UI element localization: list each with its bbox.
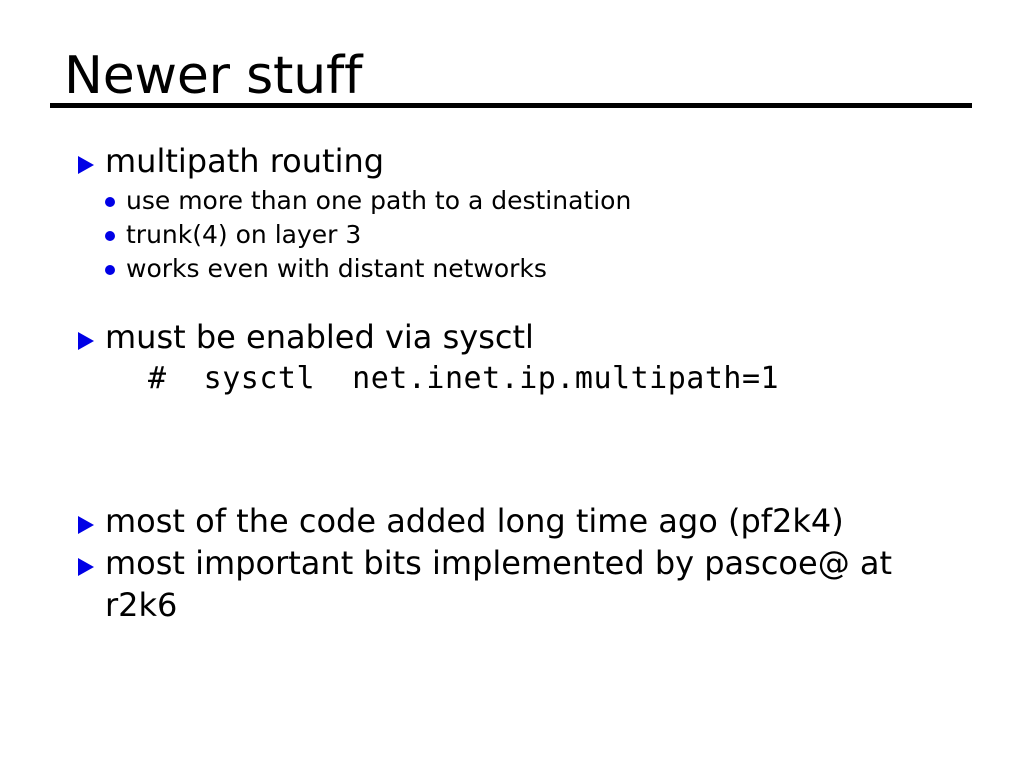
- bullet-label: works even with distant networks: [126, 254, 547, 283]
- bullet-item-level2[interactable]: works even with distant networks: [0, 252, 1024, 286]
- bullet-block-history: most of the code added long time ago (pf…: [0, 500, 1024, 542]
- page-title: Newer stuff: [64, 46, 363, 106]
- round-bullet-icon: [105, 231, 115, 241]
- command-line: # sysctl net.inet.ip.multipath=1: [148, 361, 780, 396]
- bullet-block-credits: most important bits implemented by pasco…: [0, 542, 1024, 626]
- bullet-item-level1[interactable]: most important bits implemented by pasco…: [0, 542, 1024, 626]
- bullet-item-level1[interactable]: most of the code added long time ago (pf…: [0, 500, 1024, 542]
- triangle-bullet-icon: [78, 516, 94, 534]
- bullet-item-level2[interactable]: use more than one path to a destination: [0, 184, 1024, 218]
- bullet-label: trunk(4) on layer 3: [126, 220, 362, 249]
- bullet-label: multipath routing: [105, 142, 385, 180]
- sub-bullet-list: use more than one path to a destination …: [0, 184, 1024, 286]
- bullet-block-sysctl: must be enabled via sysctl # sysctl net.…: [0, 316, 1024, 400]
- bullet-label: use more than one path to a destination: [126, 186, 632, 215]
- title-divider: [50, 103, 972, 108]
- bullet-item-level1[interactable]: multipath routing: [0, 140, 1024, 182]
- block-spacer: [0, 286, 1024, 316]
- slide-body: multipath routing use more than one path…: [0, 140, 1024, 626]
- bullet-label: most of the code added long time ago (pf…: [105, 502, 844, 540]
- bullet-item-level2[interactable]: trunk(4) on layer 3: [0, 218, 1024, 252]
- bullet-item-level1[interactable]: must be enabled via sysctl: [0, 316, 1024, 358]
- bullet-block-multipath-routing: multipath routing use more than one path…: [0, 140, 1024, 286]
- triangle-bullet-icon: [78, 332, 94, 350]
- round-bullet-icon: [105, 197, 115, 207]
- round-bullet-icon: [105, 265, 115, 275]
- bullet-label: most important bits implemented by pasco…: [105, 544, 893, 624]
- triangle-bullet-icon: [78, 156, 94, 174]
- bullet-label: must be enabled via sysctl: [105, 318, 534, 356]
- block-spacer: [0, 400, 1024, 500]
- triangle-bullet-icon: [78, 558, 94, 576]
